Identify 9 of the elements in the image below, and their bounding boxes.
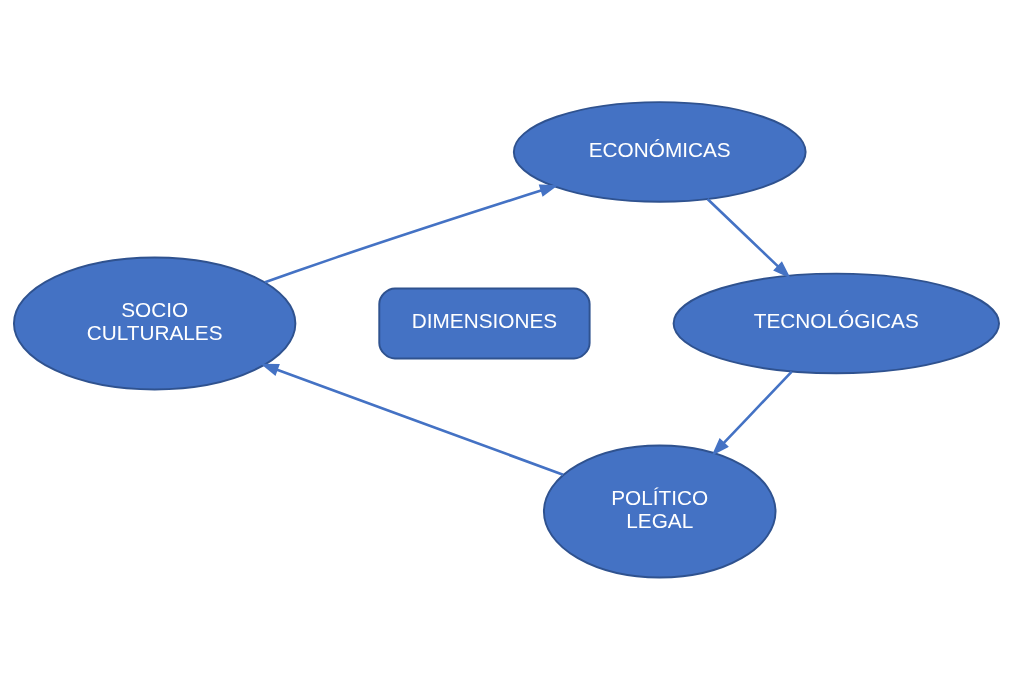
node-box: DIMENSIONES (377, 286, 591, 359)
node-ellipse: TECNOLÓGICAS (672, 272, 1000, 374)
arrow (260, 363, 564, 476)
node-ellipse: SOCIO CULTURALES (12, 256, 296, 390)
arrow (264, 184, 558, 283)
node-ellipse: ECONÓMICAS (512, 100, 807, 203)
arrow (711, 370, 793, 456)
arrow (706, 197, 791, 279)
node-ellipse: POLÍTICO LEGAL (542, 444, 776, 578)
